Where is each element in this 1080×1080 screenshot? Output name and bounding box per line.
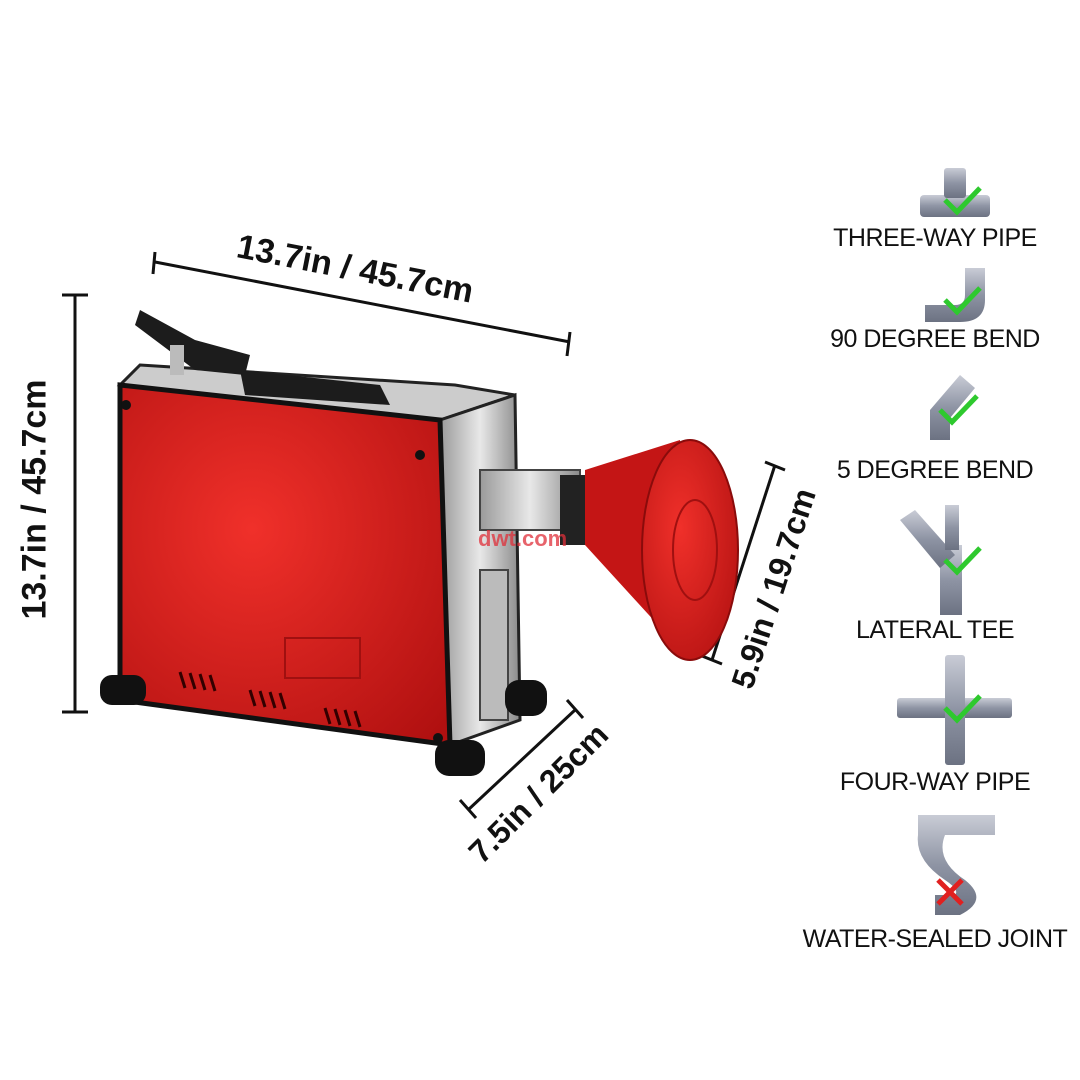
- pipe-label-90-degree-bend: 90 DEGREE BEND: [830, 325, 1040, 353]
- three-way-pipe-icon: [920, 168, 990, 217]
- drain-cleaner-machine: [100, 310, 739, 776]
- pipe-label-water-sealed-joint: WATER-SEALED JOINT: [802, 925, 1068, 953]
- angled-bend-pipe-icon: [930, 375, 979, 440]
- four-way-pipe-icon: [897, 655, 1012, 765]
- watermark: dwt.com: [478, 526, 568, 551]
- pipe-label-three-way: THREE-WAY PIPE: [833, 224, 1037, 252]
- pipe-label-four-way: FOUR-WAY PIPE: [839, 768, 1031, 796]
- water-sealed-joint-icon: [917, 815, 995, 915]
- pipe-label-lateral-tee: LATERAL TEE: [856, 616, 1015, 644]
- height-dimension-label: 13.7in / 45.7cm: [15, 379, 54, 620]
- lateral-tee-pipe-icon: [900, 505, 982, 615]
- dimension-lines: [62, 251, 786, 819]
- elbow-pipe-icon: [925, 268, 985, 322]
- pipe-label-5-degree-bend: 5 DEGREE BEND: [836, 456, 1034, 484]
